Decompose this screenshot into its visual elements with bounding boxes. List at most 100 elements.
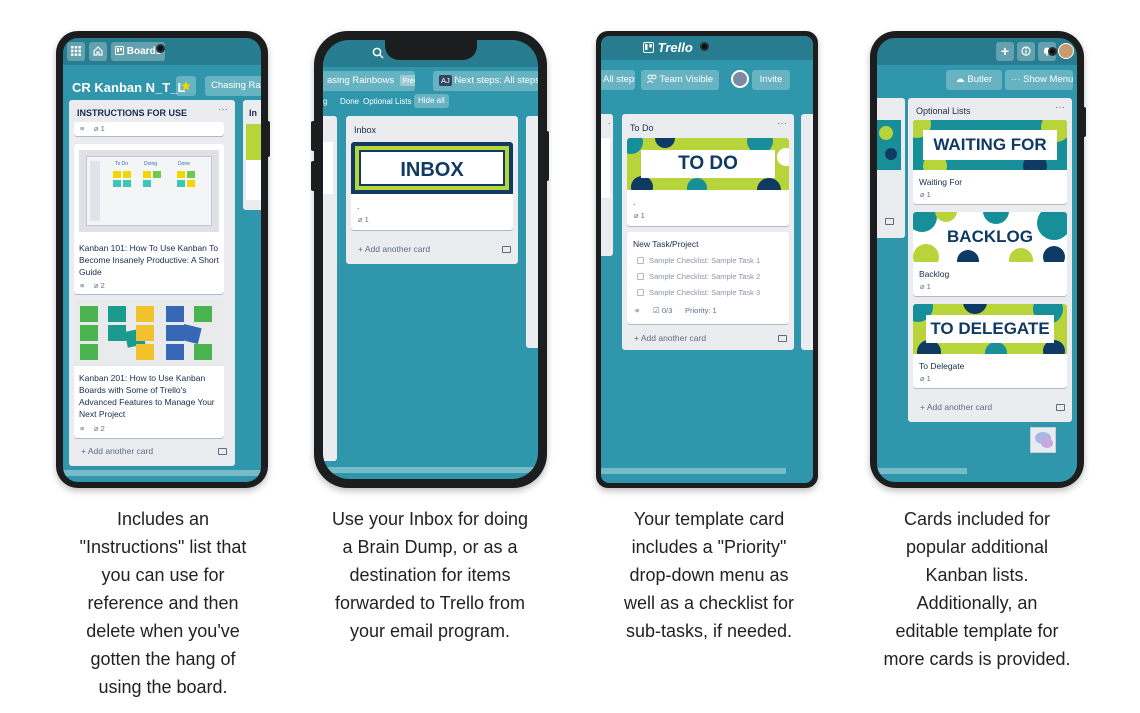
front-camera — [700, 42, 709, 51]
card-cover-inbox: INBOX — [351, 142, 513, 194]
checklist-item[interactable]: Sample Checklist: Sample Task 1 — [637, 256, 760, 265]
cover-text: WAITING FOR — [923, 130, 1057, 160]
avatar[interactable] — [731, 70, 749, 88]
invite-button[interactable]: Invite — [752, 70, 790, 90]
phone-side-button — [545, 131, 549, 181]
card-waiting-for[interactable]: WAITING FOR Waiting For ⌀ 1 — [913, 120, 1067, 204]
list-title: INSTRUCTIONS FOR USE — [77, 108, 188, 118]
team-icon — [646, 74, 657, 84]
list-menu-icon: · — [607, 118, 611, 129]
next-steps-button[interactable]: All steps — [601, 70, 635, 90]
card-template-icon[interactable] — [218, 448, 227, 455]
card-template-icon[interactable] — [885, 218, 894, 225]
workspace-label: asing Rainbows — [327, 75, 395, 86]
horizontal-scrollbar[interactable] — [601, 468, 786, 474]
home-icon[interactable] — [89, 42, 107, 61]
card-backlog[interactable]: BACKLOG Backlog ⌀ 1 — [913, 212, 1067, 296]
card-title: Waiting For — [919, 177, 963, 187]
attachment-badge: ⌀ 1 — [358, 215, 369, 224]
caption-optional-lists: Cards included for popular additional Ka… — [883, 509, 1071, 669]
cover-text: TO DELEGATE — [926, 315, 1054, 343]
add-card-button[interactable]: + Add another card — [634, 333, 707, 343]
caption-inbox: Use your Inbox for doing a Brain Dump, o… — [331, 509, 529, 641]
card-cover-waiting-for: WAITING FOR — [913, 120, 1067, 170]
front-camera — [1048, 47, 1057, 56]
trello-logo-icon — [643, 42, 654, 53]
card-partial[interactable]: ≡ ⌀ 1 — [74, 122, 224, 136]
front-camera — [156, 44, 165, 53]
team-visible-button[interactable]: Team Visible — [641, 70, 719, 90]
card-inbox[interactable]: INBOX . ⌀ 1 — [351, 142, 513, 230]
workspace-chip[interactable]: Chasing Rain — [205, 76, 261, 96]
search-icon[interactable] — [372, 46, 384, 64]
add-card-button[interactable]: + Add another card — [81, 446, 154, 456]
filter-item[interactable]: g — [323, 97, 328, 106]
list-title: To Do — [630, 123, 654, 133]
card-cover-todo: TO DO — [627, 138, 789, 190]
priority-badge[interactable]: Priority: 1 — [685, 306, 717, 315]
trello-logo[interactable]: Trello — [643, 40, 693, 55]
list-menu-icon[interactable]: ··· — [218, 104, 228, 115]
card-template-icon[interactable] — [778, 335, 787, 342]
phone-screen: + Butler ··· Show Menu Opti — [877, 38, 1077, 482]
card-cover-peek — [246, 124, 261, 164]
description-icon: ≡ — [80, 124, 85, 133]
trello-header: Trello — [601, 36, 813, 60]
star-button[interactable] — [176, 76, 196, 96]
checklist-badge: ☑ 0/3 — [653, 306, 673, 315]
card-kanban-101[interactable]: To Do Doing Done — [74, 144, 224, 294]
info-icon[interactable] — [1017, 42, 1035, 61]
card-kanban-201[interactable]: Kanban 201: How to Use Kanban Boards wit… — [74, 300, 224, 438]
phone-notch — [385, 40, 477, 60]
filter-item-done[interactable]: Done — [340, 97, 360, 106]
phone-side-button — [311, 161, 315, 191]
checklist-item[interactable]: Sample Checklist: Sample Task 2 — [637, 272, 760, 281]
horizontal-scrollbar[interactable] — [323, 467, 538, 473]
attachment-badge: ⌀ 1 — [920, 190, 931, 199]
cover-text: INBOX — [359, 150, 505, 186]
attachment-badge: ⌀ 1 — [94, 124, 105, 133]
workspace-chip[interactable]: asing Rainbows Free — [323, 71, 415, 91]
card-template-icon[interactable] — [502, 246, 511, 253]
list-title: In — [249, 108, 257, 118]
next-steps-label: Next steps: All steps — [454, 75, 538, 86]
add-card-button[interactable]: + Add another card — [920, 402, 993, 412]
butler-button[interactable]: Butler — [946, 70, 1002, 90]
butler-icon — [956, 78, 965, 82]
list-prev-peek — [877, 98, 905, 238]
cover-text: BACKLOG — [947, 227, 1033, 246]
board-title[interactable]: CR Kanban N_T_L — [72, 80, 186, 95]
checklist-item[interactable]: Sample Checklist: Sample Task 3 — [637, 288, 760, 297]
list-instructions: INSTRUCTIONS FOR USE ··· ≡ ⌀ 1 To Do Doi… — [69, 100, 235, 466]
card-todo[interactable]: TO DO . ⌀ 1 — [627, 138, 789, 226]
watercolor-logo-thumbnail — [1030, 427, 1056, 453]
add-icon[interactable]: + — [996, 42, 1014, 61]
horizontal-scrollbar[interactable] — [877, 468, 967, 474]
horizontal-scrollbar[interactable] — [63, 470, 261, 476]
description-icon: ≡ — [80, 281, 85, 290]
card-to-delegate[interactable]: TO DELEGATE To Delegate ⌀ 1 — [913, 304, 1067, 388]
card-template-icon[interactable] — [1056, 404, 1065, 411]
card-new-task[interactable]: New Task/Project Sample Checklist: Sampl… — [627, 232, 789, 324]
card-peek — [246, 160, 261, 200]
add-card-button[interactable]: + Add another card — [358, 244, 431, 254]
boards-button[interactable]: Boards — [111, 42, 165, 61]
apps-icon[interactable] — [67, 42, 85, 61]
description-icon: ≡ — [635, 306, 640, 315]
list-menu-icon[interactable]: ··· — [777, 118, 787, 129]
hide-all-button[interactable]: Hide all — [414, 94, 449, 108]
attachment-badge: ⌀ 2 — [94, 281, 105, 290]
list-todo: To Do ··· TO DO . ⌀ 1 New Task/Project — [622, 114, 794, 350]
phone-optional-lists: + Butler ··· Show Menu Opti — [870, 31, 1086, 488]
caption-instructions: Includes an "Instructions" list that you… — [79, 509, 247, 697]
free-badge: Free — [399, 75, 415, 86]
attachment-badge: ⌀ 1 — [920, 374, 931, 383]
next-steps-button[interactable]: AJ Next steps: All steps — [433, 71, 538, 91]
filter-item-optional-lists[interactable]: Optional Lists — [363, 97, 412, 106]
list-next-peek — [526, 116, 538, 348]
list-menu-icon[interactable]: ··· — [1055, 102, 1065, 113]
show-menu-button[interactable]: ··· Show Menu — [1005, 70, 1073, 90]
avatar[interactable] — [1058, 43, 1074, 59]
phone-screen: Boards CR Kanban N_T_L Chasing Rain INST… — [63, 38, 261, 482]
trello-header: Boards — [63, 38, 261, 65]
